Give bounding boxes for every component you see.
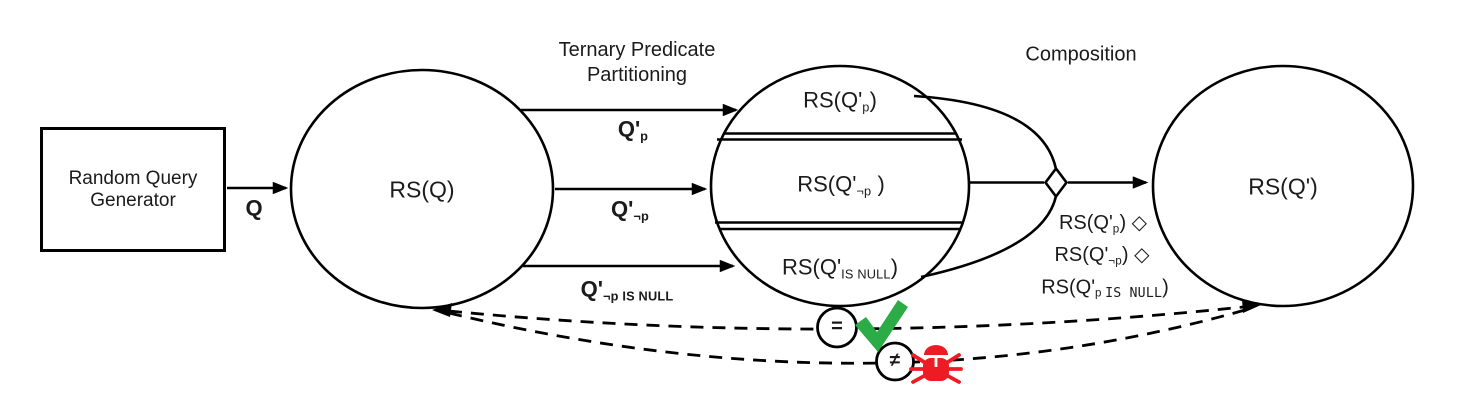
- arrow-label-qnotp-sub: ¬p: [633, 208, 649, 224]
- not-equal-symbol: ≠: [889, 350, 901, 372]
- slice-label-notp-pre: RS(Q': [797, 171, 857, 197]
- composition-curve-bottom: [920, 195, 1058, 279]
- dashed-arrowhead-left: [432, 303, 452, 317]
- formula-line1-pre: RS(Q': [1058, 212, 1113, 235]
- arrow-label-qnotp-isnull-base: Q': [580, 276, 603, 302]
- slice-label-notp-sub: ¬p: [856, 183, 872, 199]
- arrow-label-qnotp-isnull-sub: ¬p IS NULL: [602, 288, 674, 304]
- comparison-curve-notequal: [448, 308, 1246, 365]
- slice-label-isnull-sub: IS NULL: [841, 266, 891, 282]
- check-icon: [855, 300, 908, 352]
- formula-line2-sub: ¬p: [1108, 254, 1122, 268]
- formula-line3-sub: p: [1095, 286, 1106, 300]
- dashed-arrowhead-right: [1242, 299, 1261, 313]
- arrow-label-qnotp: Q'¬p: [611, 196, 649, 225]
- formula-line3-sub-mono: IS NULL: [1105, 286, 1163, 302]
- bug-icon: [909, 345, 963, 384]
- formula-line1-sub: p: [1112, 222, 1120, 236]
- q-arrow-label: Q: [245, 195, 263, 221]
- generator-box-line2: Generator: [90, 189, 176, 211]
- arrow-label-qnotp-base: Q': [611, 196, 634, 222]
- partitioning-title-line2: Partitioning: [586, 64, 688, 86]
- slice-label-isnull-post: ): [890, 254, 899, 280]
- slice-label-isnull-pre: RS(Q': [781, 254, 842, 280]
- generator-box-line1: Random Query: [68, 167, 198, 189]
- comparison-curve-equal: [448, 305, 1244, 331]
- not-equal-badge-circle: [875, 341, 915, 382]
- partitioning-title-line1: Ternary Predicate: [558, 39, 716, 61]
- slice-label-p: RS(Q'p): [803, 87, 877, 116]
- slice-label-p-post: ): [869, 87, 877, 113]
- slice-label-p-sub: p: [862, 99, 870, 115]
- formula-line1: RS(Q'p) ◇: [1059, 211, 1147, 237]
- slice-label-isnull: RS(Q'IS NULL): [782, 254, 898, 283]
- source-circle-label: RS(Q): [389, 176, 455, 203]
- composition-diamond: [1043, 166, 1069, 199]
- partitioning-title: Ternary Predicate Partitioning: [559, 38, 716, 88]
- partitioned-circle: [709, 64, 971, 308]
- composition-curve-top: [913, 94, 1058, 170]
- arrow-label-qp-base: Q': [617, 116, 641, 142]
- formula-line2-pre: RS(Q': [1054, 244, 1109, 267]
- arrow-label-qp-sub: p: [640, 128, 649, 144]
- slice-label-notp: RS(Q'¬p ): [797, 171, 885, 200]
- formula-line3: RS(Q'p IS NULL): [1041, 275, 1169, 302]
- formula-line2-post: ) ◇: [1121, 244, 1150, 267]
- composed-circle-label: RS(Q'): [1248, 173, 1318, 200]
- equal-badge-circle: [816, 306, 858, 349]
- composed-circle: [1151, 64, 1415, 308]
- formula-line2: RS(Q'¬p) ◇: [1054, 243, 1149, 269]
- slice-label-p-pre: RS(Q': [803, 87, 863, 113]
- source-circle: [289, 68, 555, 310]
- formula-line3-post: ): [1162, 276, 1169, 299]
- composition-title: Composition: [1025, 43, 1137, 66]
- equal-symbol: =: [831, 315, 843, 338]
- random-query-generator-box: Random Query Generator: [40, 127, 226, 252]
- arrow-label-qp: Q'p: [618, 116, 648, 145]
- formula-line3-pre: RS(Q': [1041, 276, 1096, 299]
- slice-label-notp-post: ): [871, 171, 885, 197]
- formula-line1-post: ) ◇: [1119, 212, 1148, 235]
- arrow-label-qnotp-isnull: Q'¬p IS NULL: [581, 276, 674, 305]
